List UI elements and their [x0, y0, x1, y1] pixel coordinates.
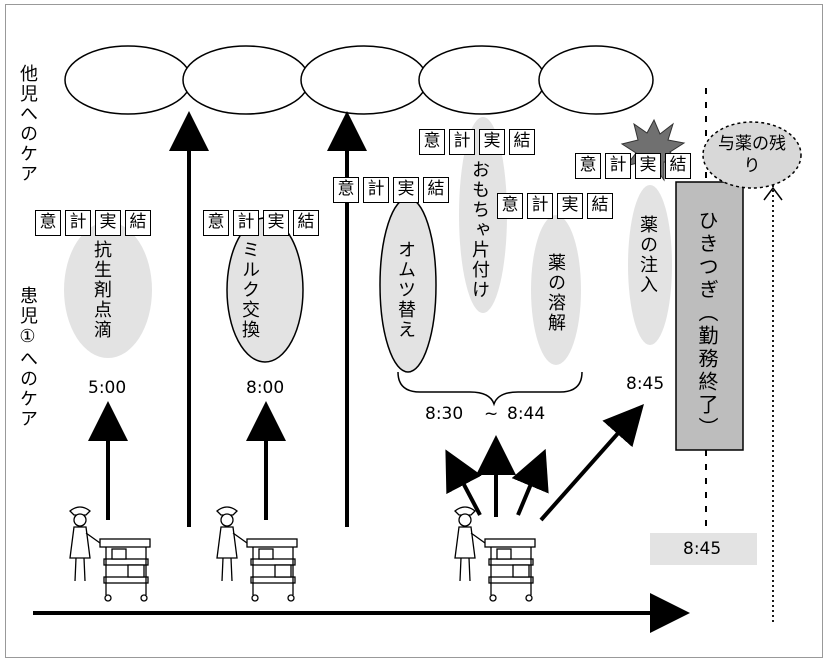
step-box-result: 結 — [587, 193, 613, 219]
step-boxes: 意 計 実 結 — [419, 129, 535, 155]
task-label-milk: ミルク交換 — [240, 240, 258, 306]
step-box-result: 結 — [125, 210, 151, 236]
step-box-plan: 計 — [363, 177, 389, 203]
time-label: 8:30 — [425, 404, 463, 424]
nurse-cart-icon — [70, 507, 150, 601]
task-label-inject: 薬の注入 — [638, 215, 656, 295]
step-box-result: 結 — [423, 177, 449, 203]
other-child-ellipse — [65, 46, 191, 114]
step-box-plan: 計 — [65, 210, 91, 236]
step-box-result: 結 — [509, 129, 535, 155]
task-label-diaper: オムツ替え — [396, 240, 414, 350]
row-label-patient: 患児①へのケア — [18, 286, 36, 429]
step-boxes: 意 計 実 結 — [203, 210, 319, 236]
other-children-ellipses — [65, 46, 653, 114]
bottom-time-label: 8:45 — [683, 539, 721, 559]
task-label-antibiotic: 抗生剤点滴 — [92, 240, 110, 318]
row-label-other-children: 他児へのケア — [18, 64, 36, 184]
other-child-ellipse — [419, 46, 545, 114]
arrow-diagonal — [541, 413, 636, 520]
step-box-intent: 意 — [203, 210, 229, 236]
other-child-ellipse — [539, 46, 653, 114]
step-box-intent: 意 — [333, 177, 359, 203]
step-box-result: 結 — [665, 153, 691, 179]
other-child-ellipse — [301, 46, 427, 114]
step-boxes: 意 計 実 結 — [35, 210, 151, 236]
nurse-cart-icon — [217, 507, 297, 601]
dotted-caret — [764, 188, 782, 200]
brace — [398, 372, 582, 404]
step-box-plan: 計 — [233, 210, 259, 236]
step-box-do: 実 — [479, 129, 505, 155]
step-box-intent: 意 — [497, 193, 523, 219]
time-separator: ~ — [484, 404, 498, 424]
step-box-plan: 計 — [527, 193, 553, 219]
step-boxes: 意 計 実 結 — [497, 193, 613, 219]
step-box-do: 実 — [557, 193, 583, 219]
step-box-do: 実 — [95, 210, 121, 236]
step-box-result: 結 — [293, 210, 319, 236]
task-label-handover: ひきつぎ（勤務終了） — [697, 210, 717, 435]
step-box-do: 実 — [263, 210, 289, 236]
step-box-do: 実 — [635, 153, 661, 179]
time-label: 8:45 — [626, 374, 664, 394]
time-label: 8:44 — [507, 404, 545, 424]
remaining-medicine-label: 与薬の残り — [716, 133, 788, 177]
task-label-toys: おもちゃ片付け — [470, 160, 488, 320]
step-box-intent: 意 — [35, 210, 61, 236]
time-label: 8:00 — [246, 378, 284, 398]
task-label-dissolve: 薬の溶解 — [546, 253, 564, 333]
step-boxes: 意 計 実 結 — [333, 177, 449, 203]
nurse-cart-icon — [455, 507, 535, 601]
arrow-diagonal — [518, 460, 541, 515]
step-box-intent: 意 — [419, 129, 445, 155]
step-box-intent: 意 — [575, 153, 601, 179]
step-box-plan: 計 — [605, 153, 631, 179]
other-child-ellipse — [183, 46, 309, 114]
step-box-do: 実 — [393, 177, 419, 203]
time-label: 5:00 — [88, 378, 126, 398]
step-boxes: 意 計 実 結 — [575, 153, 691, 179]
step-box-plan: 計 — [449, 129, 475, 155]
